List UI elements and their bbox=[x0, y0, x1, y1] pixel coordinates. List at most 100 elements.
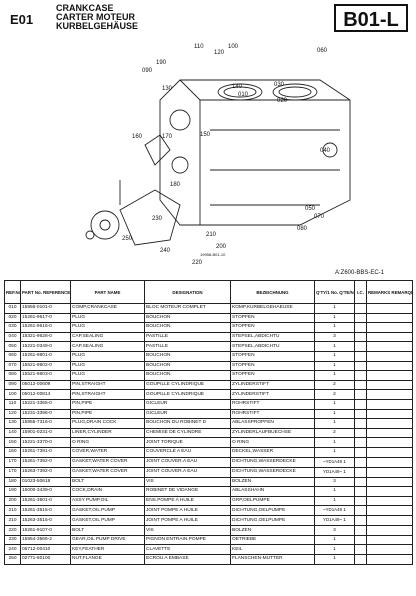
designation-cell: BOUCHON bbox=[144, 370, 231, 381]
part-no-cell: 15221-3370-0 bbox=[20, 437, 71, 448]
part-name-cell: PIN,STRAIGHT bbox=[70, 389, 145, 400]
qty-value: 1 bbox=[333, 314, 336, 320]
ref-cell: 190 bbox=[4, 486, 21, 497]
part-no-cell: 15521-9602-0 bbox=[20, 360, 71, 372]
qty-cell: 1 bbox=[314, 544, 355, 556]
part-name-cell: KEY,FEATHER bbox=[70, 544, 145, 556]
designation-cell: CLAVETTE bbox=[144, 544, 231, 556]
qty-cell: 1 bbox=[314, 341, 355, 352]
qty-value: 2 bbox=[333, 391, 336, 397]
bezeichnung-cell: STOPFEN bbox=[230, 360, 315, 372]
callout-label: 200 bbox=[216, 244, 227, 250]
part-name-cell: LINER,CYLINDER bbox=[70, 427, 145, 439]
qty-cell: 1 bbox=[314, 398, 355, 410]
part-name-cell: NUT,FLANGE bbox=[70, 554, 145, 565]
qty-cell: 1 bbox=[314, 312, 355, 324]
remarks-cell bbox=[366, 312, 413, 324]
qty-cell: YD1A49~ 1 bbox=[314, 466, 355, 478]
qty-value: 1 bbox=[333, 449, 336, 455]
qty-value: 1 bbox=[333, 546, 336, 552]
qty-value: 3 bbox=[333, 527, 336, 533]
callout-label: 220 bbox=[192, 260, 203, 266]
qty-cell: 1 bbox=[314, 418, 355, 429]
designation-cell: JOINT POMPE A HUILE bbox=[144, 505, 231, 517]
ref-cell: 060 bbox=[4, 350, 21, 362]
part-no-cell: 01023-50618 bbox=[20, 476, 71, 488]
part-name-cell: PLUG bbox=[70, 312, 145, 324]
qty-value: 1 bbox=[343, 469, 346, 475]
ref-cell: 150 bbox=[4, 437, 21, 448]
designation-cell: JOINT COUVER.A EAU bbox=[144, 456, 231, 468]
ic-cell bbox=[354, 360, 367, 372]
part-name-cell: PLUG bbox=[70, 350, 145, 362]
bezeichnung-cell: ROHRSTIFT bbox=[230, 398, 315, 410]
ref-cell: 010 bbox=[4, 303, 21, 314]
ic-cell bbox=[354, 303, 367, 314]
remarks-cell bbox=[366, 370, 413, 381]
qty-cell: ~YD1A49 1 bbox=[314, 505, 355, 517]
callout-label: 030 bbox=[274, 82, 285, 88]
ref-cell: 250 bbox=[4, 554, 21, 565]
ic-cell bbox=[354, 515, 367, 527]
qty-value: 1 bbox=[333, 372, 336, 378]
qty-cell: 3 bbox=[314, 476, 355, 488]
ref-cell: 040 bbox=[4, 331, 21, 343]
remarks-cell bbox=[366, 427, 413, 439]
ic-cell bbox=[354, 398, 367, 410]
ref-cell: 120 bbox=[4, 408, 21, 420]
ic-cell bbox=[354, 446, 367, 458]
bezeichnung-cell: GRP,OELPUMPE bbox=[230, 495, 315, 507]
callout-label: 040 bbox=[320, 148, 331, 154]
part-name-cell: PIN,PIPE bbox=[70, 408, 145, 420]
callout-label: 100 bbox=[228, 44, 239, 50]
ic-cell bbox=[354, 408, 367, 420]
col-ref-header: REF.No. POS.No. BILD-Nr. bbox=[4, 280, 21, 304]
designation-cell: BOUCHON bbox=[144, 350, 231, 362]
remarks-cell bbox=[366, 379, 413, 391]
designation-cell: JOINT TORIQUE bbox=[144, 437, 231, 448]
part-no-cell: 15261-9107-0 bbox=[20, 525, 71, 536]
ic-cell bbox=[354, 370, 367, 381]
part-name-cell: COCK,DRAIN bbox=[70, 486, 145, 497]
bezeichnung-cell: ABLASSHAHN bbox=[230, 486, 315, 497]
qty-value: 1 bbox=[333, 439, 336, 445]
remarks-cell bbox=[366, 418, 413, 429]
part-name-cell: PLUG bbox=[70, 370, 145, 381]
col-designation-header: DESIGNATION bbox=[144, 280, 231, 304]
part-no-cell: 05012-00814 bbox=[20, 389, 71, 400]
remarks-cell bbox=[366, 495, 413, 507]
qty-value: 1 bbox=[333, 305, 336, 311]
part-no-cell: 15261-9617-0 bbox=[20, 312, 71, 324]
part-no-cell: 15521-9603-0 bbox=[20, 370, 71, 381]
ref-cell: 050 bbox=[4, 341, 21, 352]
remarks-cell bbox=[366, 534, 413, 546]
ic-cell bbox=[354, 544, 367, 556]
designation-cell: ROBINET DE VIDANGE bbox=[144, 486, 231, 497]
ic-cell bbox=[354, 312, 367, 324]
part-no-cell: 05712-00410 bbox=[20, 544, 71, 556]
ref-cell: 170 bbox=[4, 456, 21, 468]
callout-label: 180 bbox=[170, 182, 181, 188]
ref-cell: 070 bbox=[4, 360, 21, 372]
remarks-cell bbox=[366, 446, 413, 458]
part-name-cell: ASSY PUMP,OIL bbox=[70, 495, 145, 507]
qty-cell: 1 bbox=[314, 554, 355, 565]
ic-cell bbox=[354, 437, 367, 448]
qty-value: 1 bbox=[333, 488, 336, 494]
bezeichnung-cell: STEPSEL,ABDICHTU bbox=[230, 331, 315, 343]
qty-cell: 1 bbox=[314, 495, 355, 507]
callout-label: 130 bbox=[162, 86, 173, 92]
qty-cell: 1 bbox=[314, 486, 355, 497]
oil-pump-part bbox=[119, 189, 181, 246]
designation-cell: GOUPILLE CYLINDRIQUE bbox=[144, 379, 231, 391]
designation-cell: PASTILLE bbox=[144, 341, 231, 352]
part-no-cell: 15261-9801-0 bbox=[20, 350, 71, 362]
